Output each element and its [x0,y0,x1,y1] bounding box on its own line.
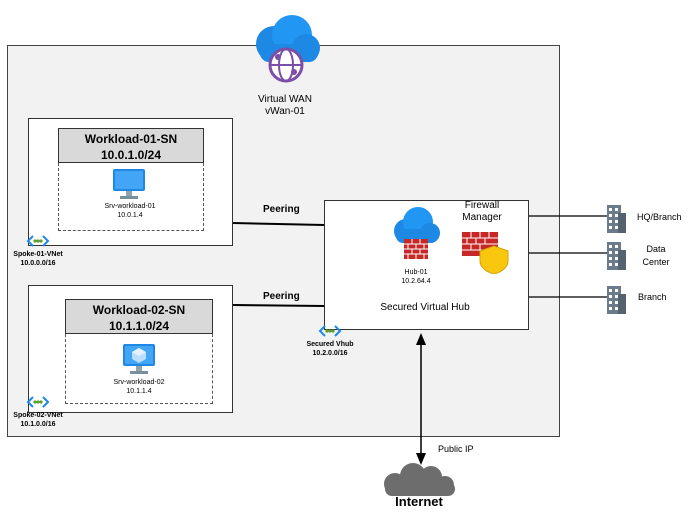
virtual-wan-label: Virtual WAN vWan-01 [240,94,330,118]
vm-02-ip: 10.1.1.4 [126,388,152,395]
workload-01-subnet-cidr: 10.0.1.0/24 [100,148,162,162]
spoke-02-vnet-label: Spoke-02-VNet 10.1.0.0/16 [4,411,72,429]
peering-01-line [232,222,325,226]
workload-02-subnet-cidr: 10.1.1.0/24 [108,319,170,333]
spoke-01-vnet-cidr: 10.0.0.0/16 [20,260,56,267]
workload-02-subnet-header: Workload-02-SN 10.1.1.0/24 [65,299,213,334]
spoke-02-vnet-icon [26,395,50,409]
virtual-wan-icon [248,10,323,85]
spoke-02-vnet-cidr: 10.1.0.0/16 [20,421,56,428]
vm-02-label: Srv-workload-02 10.1.1.4 [89,378,189,396]
internet-label: Internet [395,494,443,509]
firewall-manager-line2: Manager [462,212,502,223]
data-center-line2: Center [642,257,670,267]
branch-building-icon [605,284,627,314]
hub-firewall-name: Hub-01 [404,269,428,276]
firewall-manager-icon [462,232,510,274]
data-center-label: Data Center [636,243,676,269]
vm-02-name: Srv-workload-02 [113,379,165,386]
vm-01-icon [112,168,146,200]
branch-label: Branch [638,292,667,302]
vm-02-icon [122,343,156,375]
public-ip-label: Public IP [438,444,474,454]
spoke-01-vnet-label: Spoke-01-VNet 10.0.0.0/16 [4,250,72,268]
hq-branch-label: HQ/Branch [637,212,682,222]
spoke-01-vnet-name: Spoke-01-VNet [13,251,63,258]
peering-02-line [232,304,325,307]
workload-01-subnet-header: Workload-01-SN 10.0.1.0/24 [58,128,204,163]
hq-branch-building-icon [605,203,627,233]
secured-vhub-label: Secured Vhub 10.2.0.0/16 [296,340,364,358]
workload-02-subnet-name: Workload-02-SN [92,303,186,317]
vm-01-name: Srv-workload-01 [104,203,156,210]
hub-firewall-label: Hub-01 10.2.64.4 [390,268,442,286]
public-ip-arrow-up [416,333,426,345]
workload-01-subnet-name: Workload-01-SN [84,132,178,146]
secured-vhub-cidr: 10.2.0.0/16 [312,350,348,357]
spoke-02-vnet-name: Spoke-02-VNet [13,412,63,419]
virtual-wan-title: Virtual WAN [258,94,312,105]
secured-virtual-hub-title: Secured Virtual Hub [380,302,470,313]
hub-firewall-icon [390,205,442,263]
vm-01-ip: 10.0.1.4 [117,212,143,219]
firewall-manager-line1: Firewall [464,200,500,211]
secured-vhub-name: Secured Vhub [306,341,354,348]
internet-cloud-icon [373,462,465,496]
hub-firewall-ip: 10.2.64.4 [401,278,431,285]
data-center-line1: Data [646,244,666,254]
peering-01-label: Peering [263,204,300,215]
vm-01-label: Srv-workload-01 10.0.1.4 [80,202,180,220]
spoke-01-vnet-icon [26,234,50,248]
public-ip-arrow-down [416,453,426,465]
data-center-building-icon [605,240,627,270]
firewall-manager-label: Firewall Manager [452,200,512,224]
virtual-wan-name: vWan-01 [265,106,305,117]
peering-02-label: Peering [263,291,300,302]
secured-vhub-icon [318,324,342,338]
